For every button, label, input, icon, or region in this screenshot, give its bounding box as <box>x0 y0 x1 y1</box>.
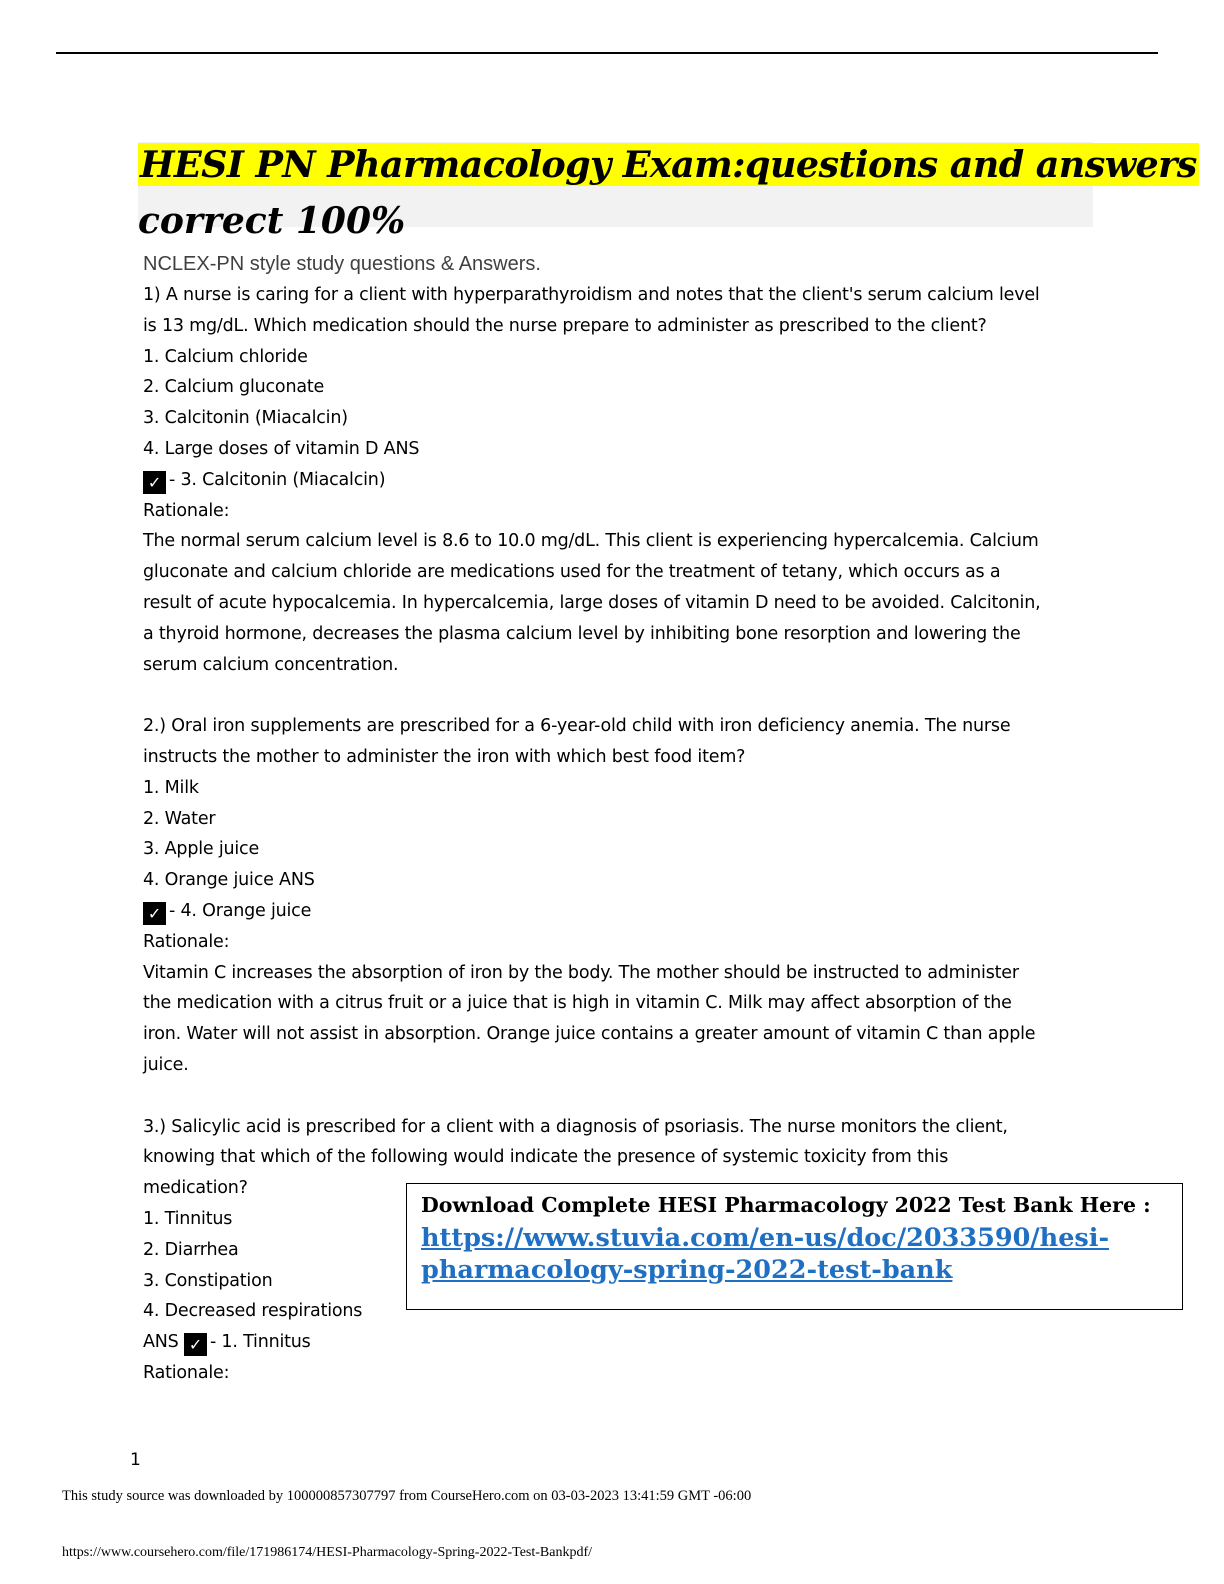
footer-url: https://www.coursehero.com/file/17198617… <box>62 1545 593 1560</box>
rationale-label: Rationale: <box>143 500 230 521</box>
title-band: HESI PN Pharmacology Exam:questions and … <box>138 142 1199 242</box>
answer-option: 3. Apple juice <box>143 839 260 860</box>
rationale-line: juice. <box>143 1054 189 1075</box>
answer-option: 1. Tinnitus <box>143 1208 233 1229</box>
answer-option: 2. Calcium gluconate <box>143 377 325 398</box>
page-number: 1 <box>130 1450 141 1470</box>
question-list: 1) A nurse is caring for a client with h… <box>143 280 1093 1389</box>
question-stem-line: 3.) Salicylic acid is prescribed for a c… <box>143 1116 1008 1137</box>
answer-prefix: ANS <box>143 1332 184 1353</box>
top-rule <box>56 52 1158 54</box>
check-icon: ✓ <box>183 1333 207 1357</box>
download-banner-title: Download Complete HESI Pharmacology 2022… <box>421 1193 1151 1217</box>
title-cut-line: correct 100% <box>138 200 406 242</box>
correct-answer-line: ✓- 3. Calcitonin (Miacalcin) <box>143 465 1093 496</box>
answer-option: 1. Calcium chloride <box>143 346 308 367</box>
question-block: 3.) Salicylic acid is prescribed for a c… <box>143 1112 1093 1389</box>
rationale-line: serum calcium concentration. <box>143 654 399 675</box>
download-banner: Download Complete HESI Pharmacology 2022… <box>406 1183 1183 1310</box>
rationale-line: gluconate and calcium chloride are medic… <box>143 562 1001 583</box>
rationale-label: Rationale: <box>143 931 230 952</box>
correct-answer: - 1. Tinnitus <box>209 1332 311 1353</box>
correct-answer: - 3. Calcitonin (Miacalcin) <box>169 469 386 490</box>
rationale-line: result of acute hypocalcemia. In hyperca… <box>143 592 1041 613</box>
answer-option: 4. Orange juice ANS <box>143 870 315 891</box>
rationale-line: The normal serum calcium level is 8.6 to… <box>143 531 1039 552</box>
rationale-line: Vitamin C increases the absorption of ir… <box>143 962 1019 983</box>
question-block: 2.) Oral iron supplements are prescribed… <box>143 711 1093 1111</box>
correct-answer: - 4. Orange juice <box>169 900 312 921</box>
document-title: HESI PN Pharmacology Exam:questions and … <box>138 143 1199 186</box>
download-link[interactable]: https://www.stuvia.com/en-us/doc/2033590… <box>421 1223 1110 1285</box>
answer-option: 3. Constipation <box>143 1270 273 1291</box>
rationale-line: iron. Water will not assist in absorptio… <box>143 1024 1036 1045</box>
answer-option: 4. Decreased respirations <box>143 1301 363 1322</box>
check-icon: ✓ <box>143 470 166 494</box>
answer-option: 2. Diarrhea <box>143 1239 239 1260</box>
correct-answer-line: ✓- 4. Orange juice <box>143 896 1093 927</box>
question-stem-line: 1) A nurse is caring for a client with h… <box>143 285 1040 305</box>
rationale-line: the medication with a citrus fruit or a … <box>143 993 1012 1014</box>
check-icon: ✓ <box>143 901 166 925</box>
question-stem-line: instructs the mother to administer the i… <box>143 746 746 767</box>
question-block: 1) A nurse is caring for a client with h… <box>143 280 1093 711</box>
correct-answer-line: ANS ✓- 1. Tinnitus <box>143 1327 1093 1358</box>
question-stem-line: 2.) Oral iron supplements are prescribed… <box>143 716 1011 737</box>
question-stem-line: is 13 mg/dL. Which medication should the… <box>143 315 987 336</box>
question-stem-line: knowing that which of the following woul… <box>143 1147 949 1168</box>
download-source-note: This study source was downloaded by 1000… <box>62 1488 752 1504</box>
answer-option: 2. Water <box>143 808 216 829</box>
document-subtitle: NCLEX-PN style study questions & Answers… <box>143 253 541 275</box>
answer-option: 1. Milk <box>143 777 199 798</box>
rationale-label: Rationale: <box>143 1362 230 1383</box>
answer-option: 4. Large doses of vitamin D ANS <box>143 438 420 459</box>
question-stem-line: medication? <box>143 1178 248 1199</box>
answer-option: 3. Calcitonin (Miacalcin) <box>143 408 348 429</box>
question-spacer <box>143 1081 1093 1112</box>
rationale-line: a thyroid hormone, decreases the plasma … <box>143 623 1021 644</box>
question-spacer <box>143 680 1093 711</box>
